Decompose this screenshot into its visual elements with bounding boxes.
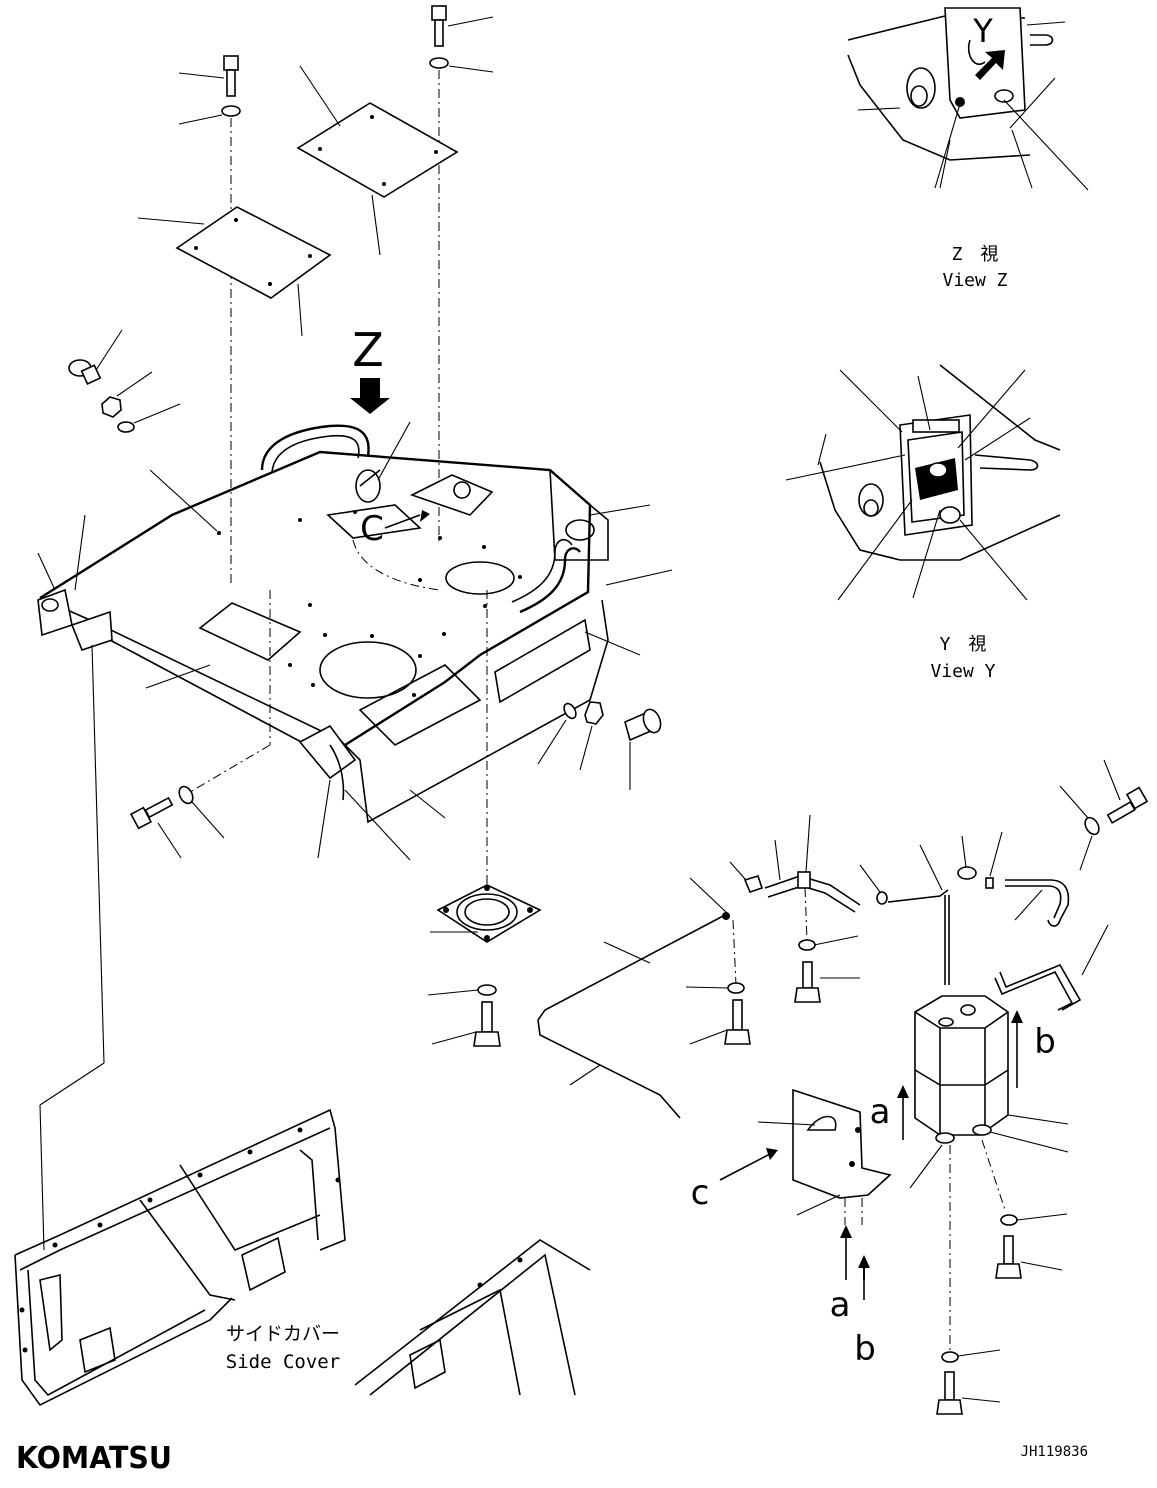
washer-left [117, 403, 181, 433]
y-marker: Y [972, 12, 993, 50]
view-y-jp: Y 視 [940, 634, 987, 655]
nut-left [101, 371, 153, 418]
view-y-en: View Y [930, 661, 995, 682]
a-callout-1: a [870, 1092, 891, 1132]
z-view-arrow: Z [350, 323, 390, 414]
drawing-number: JH119836 [1021, 1444, 1088, 1460]
side-cover-en: Side Cover [226, 1351, 340, 1373]
knob-bolt-left [68, 329, 123, 385]
fastener-group-right [537, 701, 662, 790]
bolt-lower-left [129, 785, 225, 859]
b-callout-1: b [1034, 1022, 1056, 1062]
top-bolt-left [178, 55, 241, 585]
a-callout-2: a [830, 1285, 851, 1325]
side-cover: サイドカバー Side Cover [14, 1108, 591, 1407]
c-marker: C [360, 509, 384, 549]
view-z-en: View Z [942, 270, 1007, 291]
b-callout-2: b [854, 1329, 876, 1369]
tank-assembly: c a b a b [537, 759, 1149, 1415]
side-cover-leader [91, 644, 105, 1064]
view-z: Y Z 視 View Z [847, 7, 1089, 291]
view-z-jp: Z 視 [952, 244, 999, 265]
side-cover-jp: サイドカバー [226, 1323, 340, 1345]
cover-plate-lower [137, 206, 332, 337]
boot-assembly [427, 590, 542, 1047]
view-y: Y 視 View Y [785, 364, 1061, 682]
frame-leaders [37, 421, 673, 861]
deck-holes [217, 510, 522, 697]
floor-frame [37, 424, 609, 824]
brand-logo: KOMATSU [16, 1441, 172, 1476]
cover-plate-upper [296, 65, 459, 256]
c-callout: c [691, 1173, 710, 1213]
side-cover-bolts [19, 1127, 523, 1353]
z-marker: Z [352, 323, 384, 377]
c-view-marker: C [360, 509, 430, 549]
